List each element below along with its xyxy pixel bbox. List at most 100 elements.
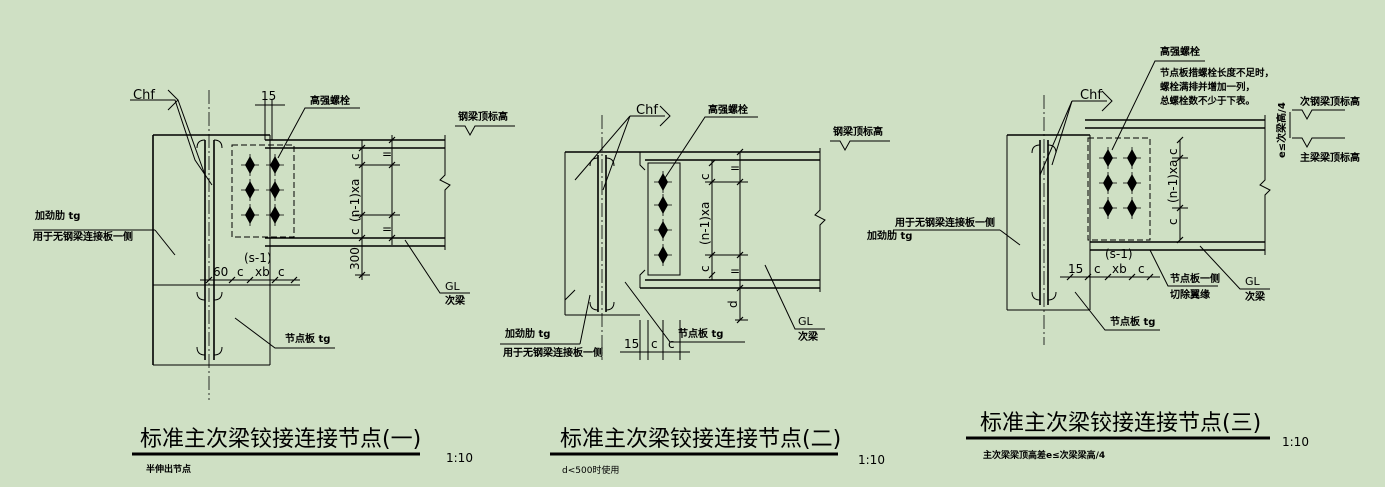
d2-dim-c: c [698,265,712,272]
d2-connection-plate [647,162,681,276]
d2-dim-eq: = [730,264,740,278]
d1-dim-n: (n-1)xa [348,179,362,222]
d3-fillets [1031,144,1057,301]
d2-gl-leader [764,264,825,330]
d1-dim-c: c [348,228,362,235]
d1-fillet-top [196,139,223,149]
d1-scale: 1:10 [446,451,473,465]
d1-title: 标准主次梁铰接连接节点(一) [140,427,421,452]
d1-dim-60: 60 [213,265,228,279]
d1-elevation-mark [455,125,515,137]
d2-dim-n: (n-1)xa [698,202,712,245]
d3-plate-side-leader [1149,249,1218,287]
d1-stiffener-label: 加劲肋 tg [34,209,80,222]
d3-plate-label: 节点板 tg [1110,315,1155,328]
d2-dim-c: c [668,337,675,351]
d3-gl-label: GL [1245,275,1261,288]
d2-cope [639,152,646,288]
d2-chf-label: Chf [636,103,658,118]
d3-bolt [1122,196,1142,220]
d3-gl-leader [1199,245,1270,290]
d3-sec-top-label: 次钢梁顶标高 [1300,95,1360,108]
d3-bolt [1122,146,1142,170]
detail-2: Chf 高强螺栓 钢梁顶标高 c (n-1)xa c d = = [500,103,890,476]
d2-gl-label: GL [798,315,814,328]
d3-secondary-label: 次梁 [1245,290,1266,303]
d3-dim-xb: xb [1112,262,1127,276]
d1-bolt [265,153,285,177]
d3-sec-elev-mark [1292,109,1345,121]
d2-dim-d: d [726,300,740,308]
d1-dim-c: c [237,265,244,279]
d1-dim-xb: xb [255,265,270,279]
d2-dim-15: 15 [624,337,639,351]
d1-connection-plate [231,144,295,238]
d3-scale: 1:10 [1282,435,1309,449]
d2-note: d<500时使用 [562,464,619,476]
d1-bolt [240,153,260,177]
d3-stiffener-leader [999,229,1021,246]
d3-stiffener-note: 用于无钢梁连接板一侧 [894,216,995,229]
d2-break [564,289,576,301]
d1-bolt [265,203,285,227]
d3-bolt [1122,171,1142,195]
d2-elevation-mark [830,140,890,152]
d3-main-elev-mark [1292,137,1345,149]
d1-dim-eq: = [382,147,392,161]
d1-fillet-lower [196,346,223,356]
d3-weld-leader-2 [1051,100,1073,166]
d3-bolt-note-1: 节点板措螺栓长度不足时， [1160,67,1274,79]
d1-gl-leader [404,239,470,294]
d2-bolt [653,243,673,267]
d1-dim-300: 300 [348,247,362,270]
d3-dim-n: (n-1)xa [1166,160,1180,203]
d2-bolt [653,218,673,242]
d1-stiffener-leader [154,229,176,256]
d1-chf-label: Chf [133,88,155,103]
d3-cut-flange-label: 切除翼缘 [1170,288,1210,301]
d2-title: 标准主次梁铰接连接节点(二) [560,427,841,452]
d3-title: 标准主次梁铰接连接节点(三) [980,411,1261,436]
d1-plate-label: 节点板 tg [285,332,330,345]
d1-note: 半伸出节点 [146,463,191,475]
d2-weld-flag [659,105,671,127]
d3-bolt [1098,196,1118,220]
d1-bolt-label: 高强螺栓 [310,94,350,107]
d3-bolt-note-3: 总螺栓数不少于下表。 [1160,95,1255,107]
d3-break-line [1259,115,1271,255]
d1-dim-s: (s-1) [244,251,272,265]
detail-1: Chf 15 高强螺栓 钢梁顶标高 c (n-1)xa c 300 [32,88,515,475]
d1-weld-leader-2 [177,99,206,176]
d1-plate-leader [234,317,335,349]
d2-bolt [653,193,673,217]
d3-dim-c: c [1094,262,1101,276]
d1-bolt [240,203,260,227]
d2-break-line [814,148,826,292]
d2-secondary-label: 次梁 [798,330,819,343]
d2-plate-label: 节点板 tg [678,327,723,340]
d2-dim-eq: = [730,161,740,175]
d2-scale: 1:10 [858,453,885,467]
d1-beam-top-label: 钢梁顶标高 [458,110,508,123]
d2-weld-leader-2 [602,115,631,191]
d3-connection-plate [1087,137,1151,241]
d1-dim-eq: = [382,222,392,236]
d2-stiffener-leader [579,294,591,345]
d3-plate-leader [1074,291,1160,331]
d3-bolt-leader [1111,60,1205,151]
detail-3: Chf 高强螺栓 节点板措螺栓长度不足时， 螺栓满排并增加一列， 总螺栓数不少于… [866,45,1360,461]
d2-bolt-leader [664,116,758,179]
d1-bolt [240,178,260,202]
d2-fillets [589,157,615,311]
d3-bolt-label: 高强螺栓 [1160,45,1200,58]
d3-dim-c: c [1166,148,1180,155]
d1-break-line [439,135,451,250]
d1-dim-c: c [278,265,285,279]
d2-weld-leader [574,115,631,181]
d2-stiffener-label: 加劲肋 tg [504,327,550,340]
d1-bolt [265,178,285,202]
d3-dim-c: c [1166,218,1180,225]
d1-weld-leader [130,99,213,186]
